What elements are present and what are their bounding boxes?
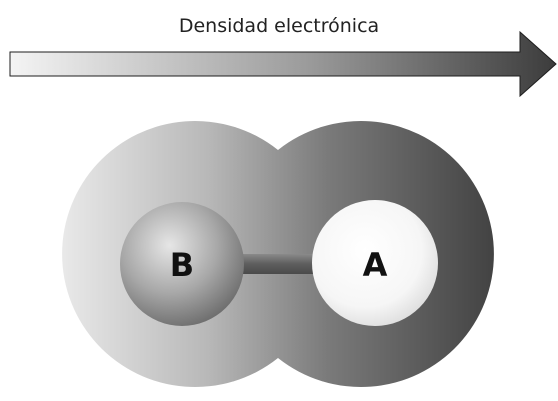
arrow-caption: Densidad electrónica — [179, 15, 379, 37]
atom-b: B — [120, 202, 244, 326]
electron-density-arrow — [9, 30, 557, 98]
atom-a: A — [312, 200, 438, 326]
atom-b-label: B — [170, 246, 194, 284]
bond — [232, 254, 328, 274]
atom-a-label: A — [363, 246, 388, 284]
